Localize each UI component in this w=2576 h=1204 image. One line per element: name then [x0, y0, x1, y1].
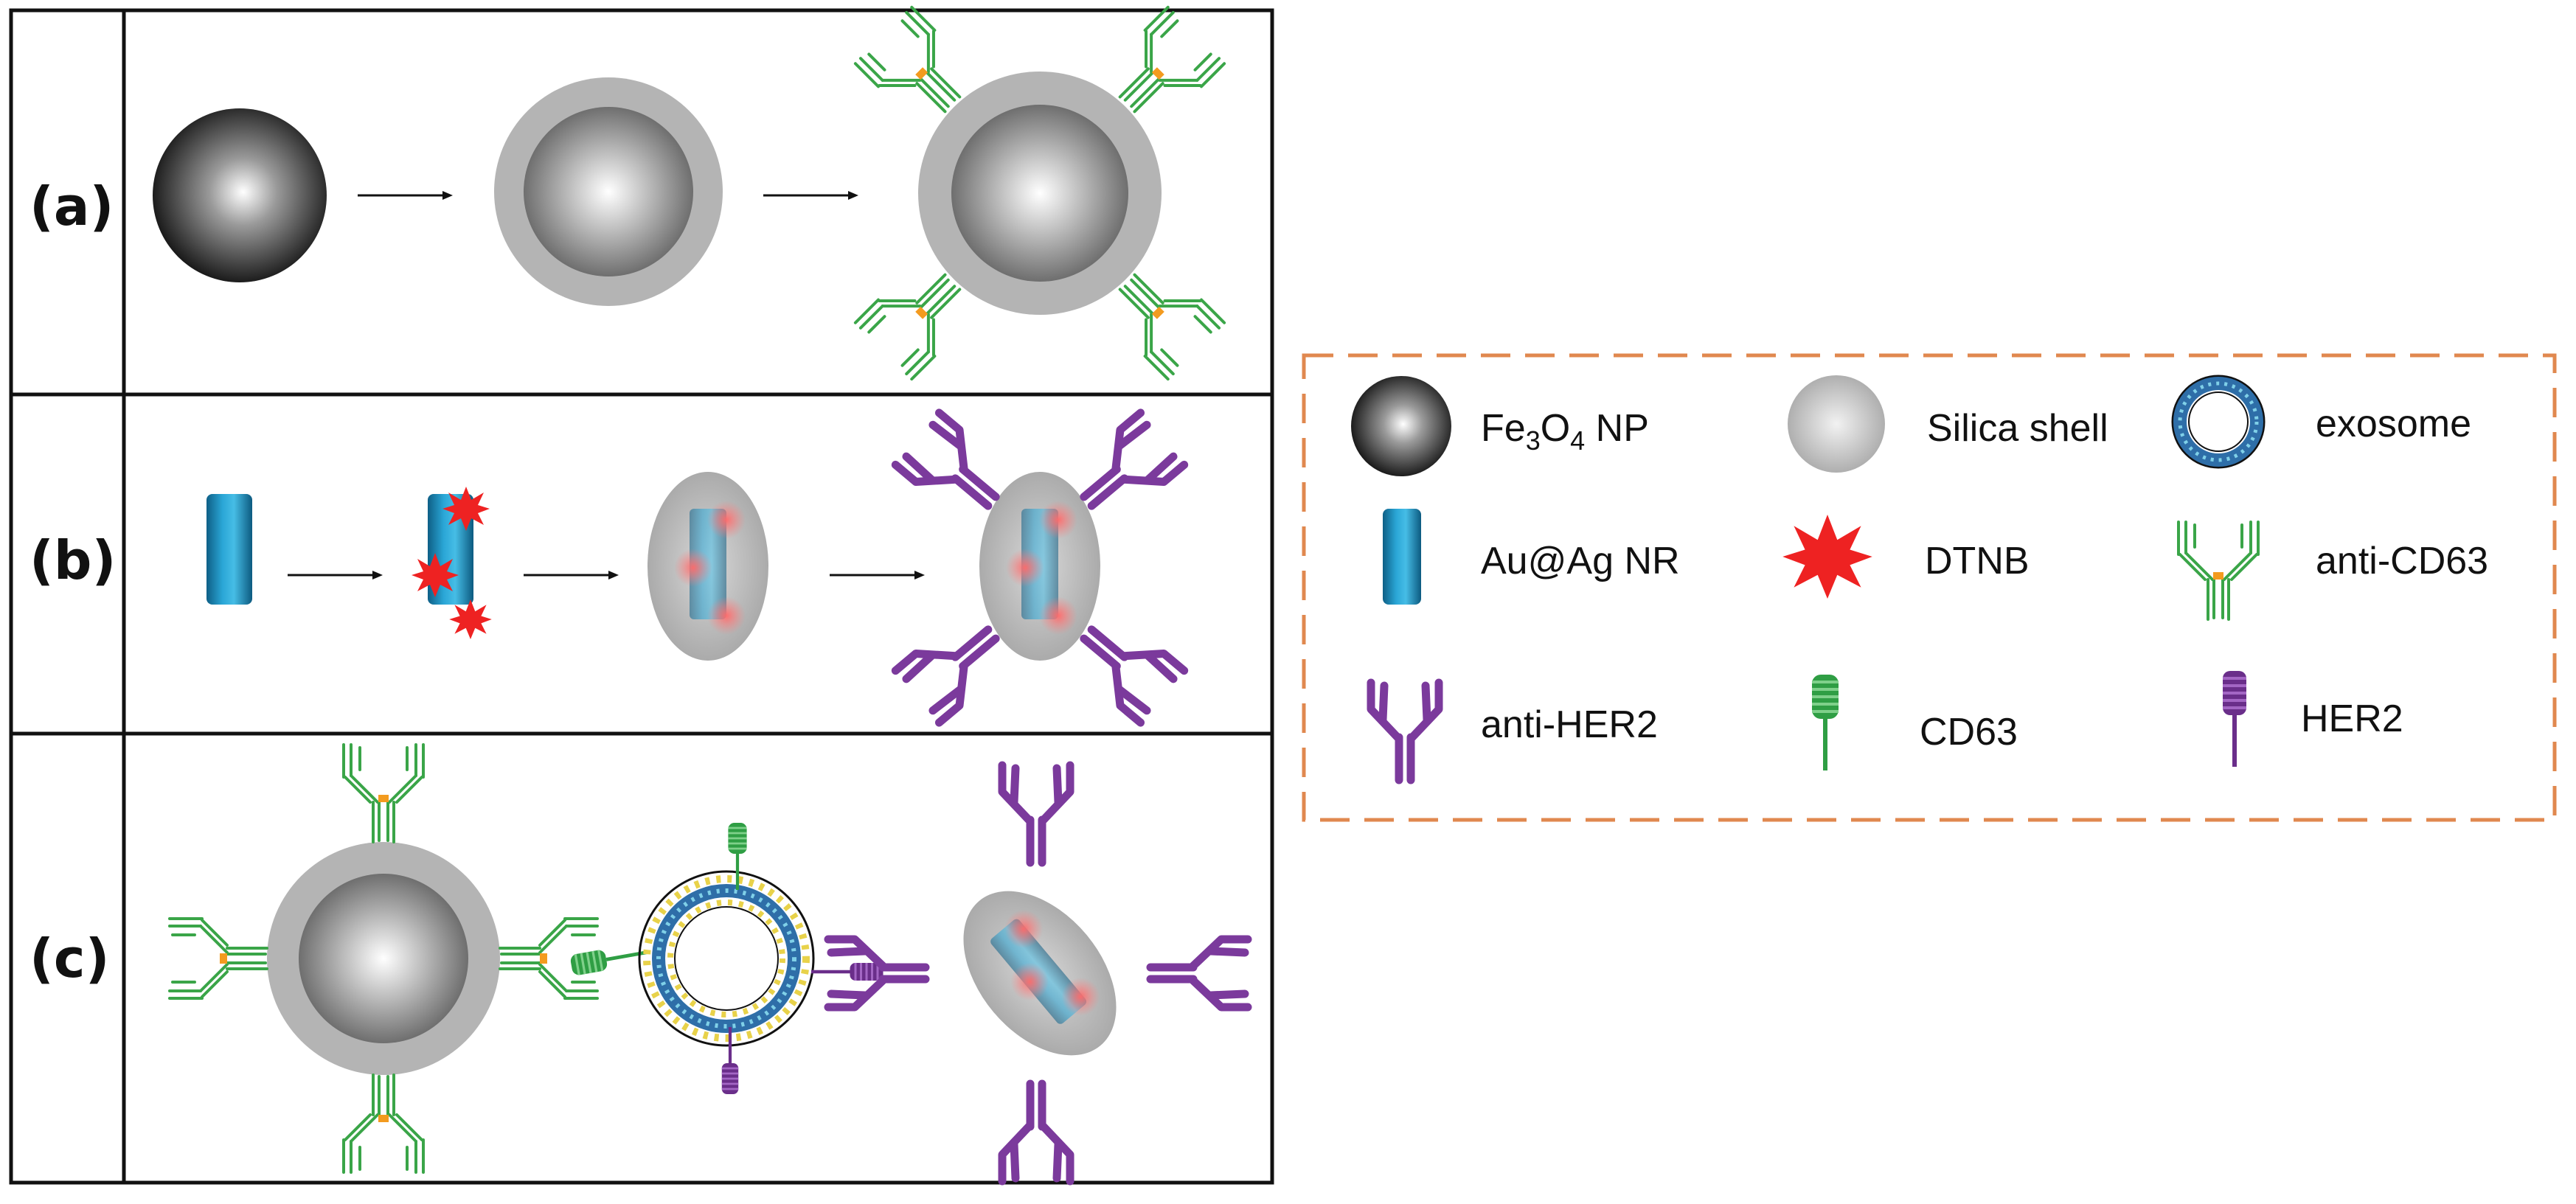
legend-label-dtnb: DTNB [1925, 540, 2030, 582]
legend-label-cd63: CD63 [1920, 711, 2018, 754]
anti-cd63-antibody-icon [2177, 521, 2260, 621]
legend-label-anticd63: anti-CD63 [2316, 540, 2488, 582]
arrow-icon [288, 571, 383, 580]
legend-label-aunr: Au@Ag NR [1481, 540, 1680, 582]
silica-shell-icon [1788, 375, 1885, 473]
legend-label-fe3o4: Fe3O4 NP [1481, 407, 1649, 456]
legend-box [1302, 353, 2557, 822]
panel-c [168, 743, 1248, 1181]
fe3o4-np-icon [153, 108, 327, 282]
arrow-icon [524, 571, 619, 580]
exosome-icon [2171, 375, 2266, 469]
legend-label-exosome: exosome [2316, 403, 2471, 445]
her2-receptor-icon [2223, 671, 2246, 767]
sers-tag-with-anti-her2-icon [895, 413, 1184, 723]
nanorod-with-dtnb-icon [412, 487, 492, 639]
arrow-icon [830, 571, 925, 580]
arrow-icon [358, 191, 453, 200]
fe3o4-np-icon [1351, 376, 1451, 476]
legend-label-antiher2: anti-HER2 [1481, 703, 1658, 746]
dtnb-star-icon [1782, 515, 1872, 599]
sers-tag-complex-icon [828, 765, 1248, 1181]
magnetic-bead-complex-icon [168, 743, 599, 1174]
panel-c-label: (c) [29, 928, 110, 989]
panel-a-label: (a) [29, 175, 114, 237]
anti-her2-antibody-icon [1371, 683, 1439, 780]
fe3o4-silica-core-shell-icon [494, 77, 723, 306]
panel-a [153, 7, 1224, 379]
exosome-icon [638, 870, 815, 1047]
sers-tag-silica-coated-icon [648, 472, 768, 661]
au-ag-nanorod-icon [1383, 509, 1421, 605]
legend-label-silica: Silica shell [1927, 407, 2108, 450]
au-ag-nanorod-icon [206, 494, 252, 605]
arrow-icon [763, 191, 858, 200]
magnetic-bead-with-anti-cd63-icon [855, 7, 1224, 379]
panels-frame [9, 8, 1274, 1185]
legend-label-her2: HER2 [2301, 697, 2403, 740]
panel-b-label: (b) [29, 529, 116, 591]
cd63-receptor-icon [1812, 675, 1839, 770]
panel-b [206, 413, 1184, 723]
